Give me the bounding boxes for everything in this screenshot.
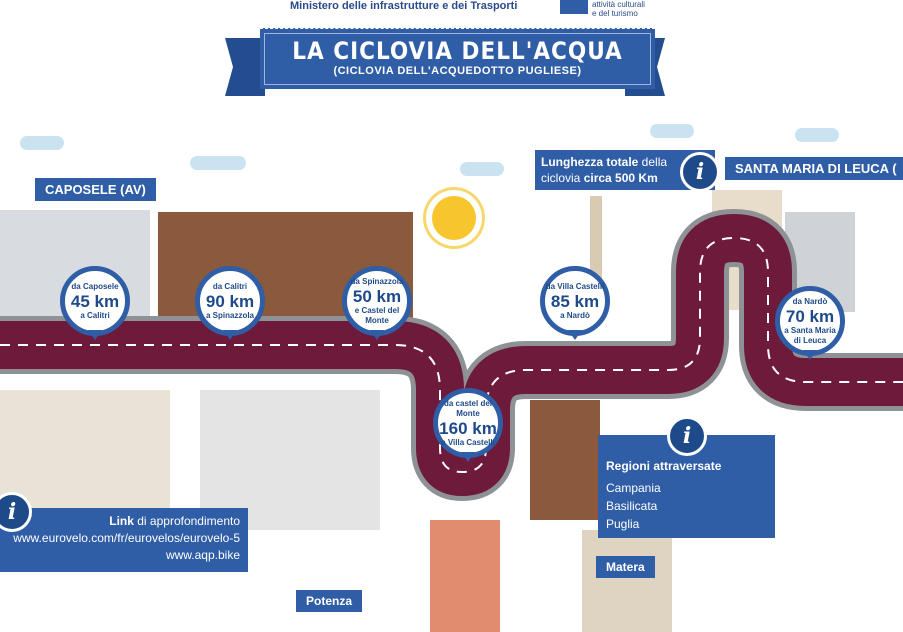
pin-km: 50 km <box>352 286 402 306</box>
pin-from: da Villa Castelli <box>545 281 605 291</box>
links-text: di approfondimento <box>133 514 240 528</box>
pin-from: da Nardò <box>792 296 828 306</box>
pin-to: a Nardò <box>560 310 590 320</box>
pin-km: 70 km <box>785 306 835 326</box>
aqueduct-illustration-2 <box>530 400 600 520</box>
pin-from: da castel del Monte <box>443 398 493 418</box>
ministry-logo <box>560 0 588 14</box>
pin-to: a Spinazzola <box>205 310 254 320</box>
links-box: Link di approfondimento www.eurovelo.com… <box>0 508 248 572</box>
region-item: Campania <box>606 481 661 495</box>
region-item: Basilicata <box>606 499 658 513</box>
pin-km: 85 km <box>550 291 600 311</box>
ministry-right-line2: e del turismo <box>592 9 638 18</box>
pin-from: da Calitri <box>212 281 248 291</box>
matera-label: Matera <box>596 556 655 578</box>
cloud-icon <box>460 162 504 176</box>
total-bold2: circa 500 Km <box>583 171 658 185</box>
info-icon[interactable]: i <box>0 492 32 532</box>
ministry-right-line1: attività culturali <box>592 0 645 9</box>
pin-km: 45 km <box>70 291 120 311</box>
cloud-icon <box>795 128 839 142</box>
info-icon[interactable]: i <box>667 416 707 456</box>
pin-km: 160 km <box>439 418 497 438</box>
title-sub: (CICLOVIA DELL'ACQUEDOTTO PUGLIESE) <box>333 65 582 77</box>
sun-icon <box>432 196 476 240</box>
cloud-icon <box>650 124 694 138</box>
regions-title: Regioni attraversate <box>606 459 722 473</box>
total-text2: ciclovia <box>541 171 584 185</box>
potenza-label: Potenza <box>296 590 363 612</box>
link-eurovelo[interactable]: www.eurovelo.com/fr/eurovelos/eurovelo-5 <box>13 531 240 545</box>
ministry-left-text: Ministero delle infrastrutture e dei Tra… <box>290 0 518 12</box>
pin-km: 90 km <box>205 291 255 311</box>
title-main: LA CICLOVIA DELL'ACQUA <box>292 37 623 65</box>
pin-from: da Caposele <box>71 281 119 291</box>
start-label: CAPOSELE (AV) <box>35 178 156 201</box>
cloud-icon <box>190 156 246 170</box>
pin-to: a Villa Castelli <box>441 437 495 447</box>
temple-illustration <box>200 390 380 530</box>
ruins-illustration <box>0 390 170 510</box>
matera-illustration <box>582 530 672 632</box>
region-item: Puglia <box>606 517 640 531</box>
pin-to: a Santa Maria di Leuca <box>784 325 836 345</box>
end-label: SANTA MARIA DI LEUCA ( <box>725 157 903 180</box>
pin-from: da Spinazzola <box>350 276 404 286</box>
total-bold1: Lunghezza totale <box>541 155 639 169</box>
link-aqp[interactable]: www.aqp.bike <box>165 548 240 562</box>
pin-to: e Castel del Monte <box>354 305 400 325</box>
tower-illustration <box>430 520 500 632</box>
cloud-icon <box>20 136 64 150</box>
info-icon[interactable]: i <box>680 152 720 192</box>
title-banner: LA CICLOVIA DELL'ACQUA (CICLOVIA DELL'AC… <box>260 28 655 89</box>
total-text1: della <box>638 155 668 169</box>
pin-to: a Calitri <box>80 310 110 320</box>
links-bold: Link <box>109 514 134 528</box>
